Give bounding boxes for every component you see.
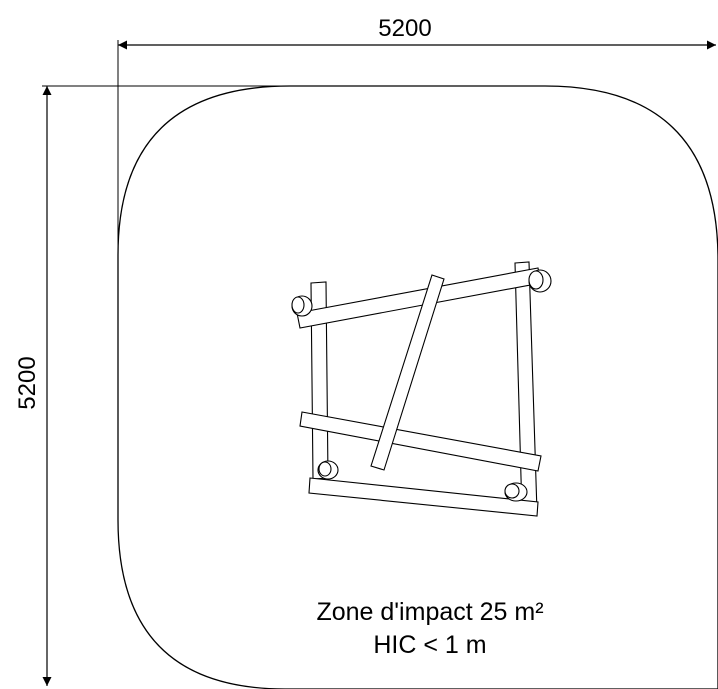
bottom-beam [308, 477, 539, 517]
middle-beam [299, 411, 542, 472]
log-end-bottom-right [504, 482, 528, 502]
depth-dimension: 5200 [14, 85, 545, 686]
impact-zone-area-text: Zone d'impact 25 m² [316, 598, 543, 626]
diagonal-log [370, 274, 445, 471]
equipment-top-view [291, 261, 552, 517]
width-label: 5200 [378, 15, 431, 42]
impact-zone-outline [117, 85, 718, 689]
width-dimension: 5200 [117, 15, 716, 318]
log-end-top-left [291, 295, 313, 317]
right-post [514, 261, 538, 514]
log-end-top-right [528, 269, 552, 293]
depth-label: 5200 [14, 356, 41, 409]
log-end-bottom-left [317, 460, 339, 480]
impact-zone-hic-text: HIC < 1 m [373, 631, 486, 659]
